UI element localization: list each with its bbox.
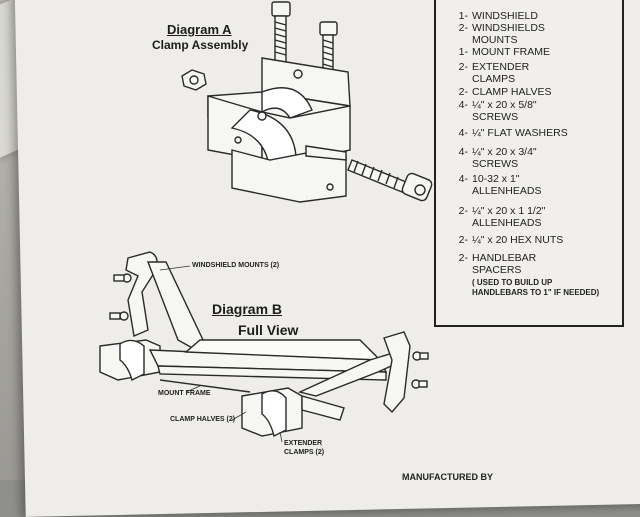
- side-screw: [347, 159, 433, 202]
- right-windshield-mount: [383, 331, 411, 414]
- diagram-b-subtitle: Full View: [238, 322, 299, 338]
- top-screw-right: [319, 21, 338, 72]
- hex-nut: [181, 69, 207, 91]
- left-mount-bolts: [109, 273, 132, 321]
- diagram-b-title: Diagram B: [212, 301, 283, 317]
- callout-lines: [159, 265, 283, 443]
- clamp-assembly-drawing: [181, 1, 433, 203]
- callout-clamp-halves: CLAMP HALVES (2): [170, 416, 236, 423]
- callout-extender-clamps-line1: EXTENDER: [284, 440, 323, 447]
- diagram-a-title: Diagram A: [167, 22, 232, 37]
- top-screw-left: [271, 1, 291, 65]
- clamp-body: [207, 57, 351, 203]
- manufactured-by-label: MANUFACTURED BY: [402, 472, 493, 482]
- full-view-drawing: [99, 251, 429, 438]
- line-drawings: [99, 1, 433, 443]
- callout-mount-frame: MOUNT FRAME: [158, 390, 211, 397]
- lower-clamp: [241, 387, 345, 438]
- parts-list-box: 1- WINDSHIELD 2- WINDSHIELDS MOUNTS 1- M…: [434, 0, 624, 327]
- right-mount-bolts: [411, 351, 429, 389]
- mount-frame: [148, 339, 406, 397]
- spacer-note: ( USED TO BUILD UP HANDLEBARS TO 1" IF N…: [472, 278, 600, 297]
- left-clamp: [99, 339, 161, 382]
- callout-windshield-mounts: WINDSHIELD MOUNTS (2): [192, 262, 280, 269]
- diagram-a-subtitle: Clamp Assembly: [152, 38, 249, 52]
- callout-extender-clamps-line2: CLAMPS (2): [284, 449, 325, 456]
- document-content: Diagram A Clamp Assembly: [99, 0, 624, 482]
